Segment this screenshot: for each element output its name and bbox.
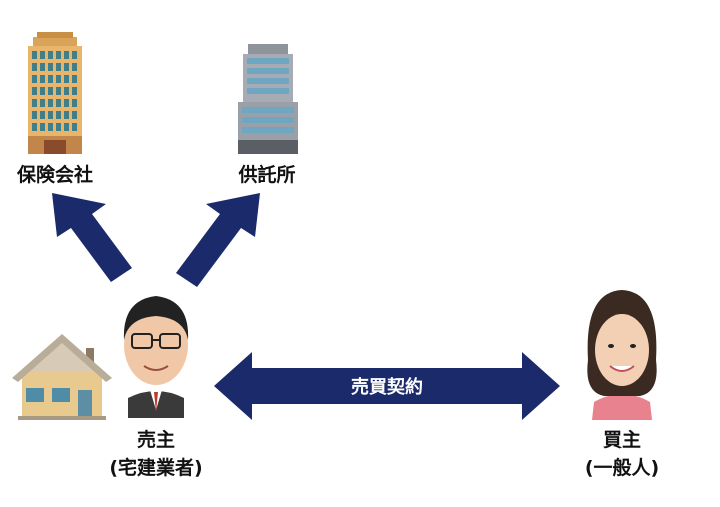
house-icon bbox=[12, 334, 112, 420]
arrow-to-insurance-company bbox=[52, 193, 132, 282]
buyer-sublabel: (一般人) bbox=[585, 456, 659, 479]
buyer-avatar bbox=[587, 290, 657, 420]
seller-avatar bbox=[123, 296, 189, 418]
office-building-icon bbox=[238, 44, 298, 154]
sale-contract-label: 売買契約 bbox=[351, 376, 423, 398]
office-tower-icon bbox=[28, 32, 82, 154]
seller-label: 売主 bbox=[137, 428, 175, 451]
buyer-label: 買主 bbox=[603, 429, 641, 451]
insurance-company-label: 保険会社 bbox=[16, 163, 93, 186]
arrow-to-deposit-office bbox=[176, 193, 260, 287]
seller-sublabel: (宅建業者) bbox=[109, 456, 202, 479]
deposit-office-label: 供託所 bbox=[237, 163, 295, 186]
sale-contract-arrow bbox=[214, 352, 560, 420]
